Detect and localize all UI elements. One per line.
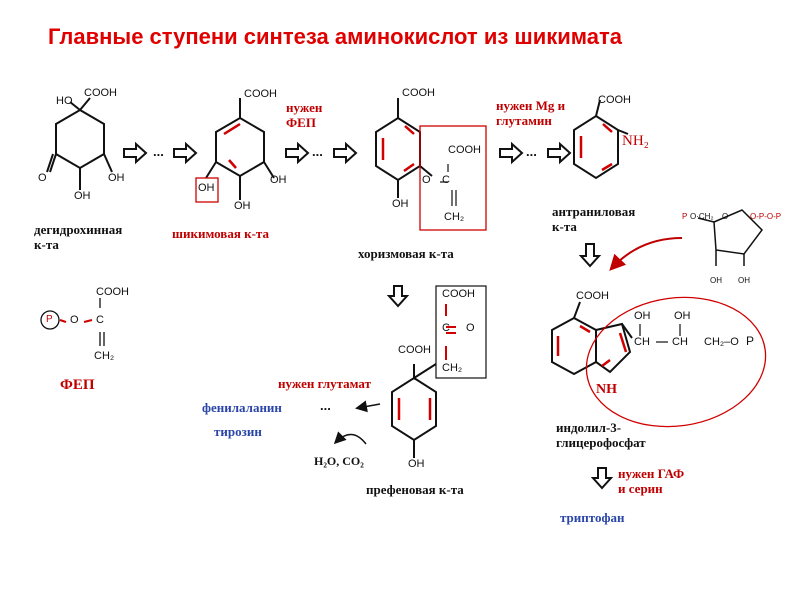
shikimic-name: шикимовая к-та bbox=[172, 226, 269, 241]
ch2-label: CH₂ bbox=[94, 350, 115, 362]
ribose-ring bbox=[697, 209, 763, 266]
p-label: P bbox=[746, 334, 755, 348]
ch-label: CH bbox=[672, 336, 688, 348]
ellipsis-label: ... bbox=[526, 144, 537, 159]
oh-label: OH bbox=[108, 172, 125, 184]
oh-label: OH bbox=[392, 198, 409, 210]
tyrosine-name: тирозин bbox=[214, 424, 262, 439]
nh2-label: NH₂ bbox=[622, 133, 649, 149]
mg-requirement: нужен Mg и глутамин bbox=[496, 98, 566, 128]
p-label: P bbox=[682, 212, 688, 221]
tryptophan-name: триптофан bbox=[560, 510, 625, 525]
prephenic-name: префеновая к-та bbox=[366, 482, 464, 497]
ho-label: HO bbox=[56, 95, 73, 107]
pep-requirement: нужен ФЕП bbox=[286, 100, 323, 130]
byproducts-label: H₂O, CO₂ bbox=[314, 454, 364, 468]
prephenic-ring bbox=[391, 363, 437, 458]
ellipsis-label: ... bbox=[312, 144, 323, 159]
arrow-icon bbox=[578, 243, 602, 268]
dehydroquinic-ring bbox=[46, 97, 113, 190]
oh-label: OH bbox=[198, 182, 215, 194]
indole-name: индолил-3- глицерофосфат bbox=[556, 420, 646, 450]
ch2-o-label: CH₂–O bbox=[704, 336, 739, 348]
c-label: C bbox=[442, 174, 450, 186]
cooh-label: COOH bbox=[448, 144, 481, 156]
oh-label: OH bbox=[74, 190, 91, 202]
gaf-requirement: нужен ГАФ и серин bbox=[618, 466, 685, 496]
c-label: C bbox=[96, 314, 104, 326]
arrow-icon bbox=[285, 141, 358, 165]
c-label: C bbox=[442, 322, 450, 334]
cooh-label: COOH bbox=[402, 87, 435, 99]
shikimic-ring bbox=[205, 98, 275, 200]
ch2-label: CH₂ bbox=[442, 362, 463, 374]
o-label: O bbox=[722, 212, 729, 221]
cooh-label: COOH bbox=[244, 88, 277, 100]
dehydroquinic-name: дегидрохинная к-та bbox=[34, 222, 123, 252]
cooh-label: COOH bbox=[398, 344, 431, 356]
cooh-label: COOH bbox=[576, 290, 609, 302]
arrow-icon bbox=[123, 141, 198, 165]
o-label: O bbox=[38, 172, 47, 184]
arrow-icon bbox=[499, 141, 572, 165]
anthranilic-name: антраниловая к-та bbox=[552, 204, 636, 234]
oh-label: OH bbox=[234, 200, 251, 212]
pep-name: ФЕП bbox=[60, 377, 95, 393]
cooh-label: COOH bbox=[84, 87, 117, 99]
ellipsis-label: ... bbox=[320, 398, 331, 413]
pep-molecule bbox=[40, 298, 105, 346]
phenylalanine-name: фенилаланин bbox=[202, 400, 282, 415]
oh-label: OH bbox=[408, 458, 425, 470]
o-label: O bbox=[422, 174, 431, 186]
chorismic-name: хоризмовая к-та bbox=[358, 246, 454, 261]
oh-label: OH bbox=[634, 310, 651, 322]
oh-label: OH bbox=[738, 276, 750, 285]
cooh-label: COOH bbox=[598, 94, 631, 106]
nh-label: NH bbox=[596, 382, 617, 397]
arrow-icon bbox=[590, 467, 614, 490]
anthranilic-ring bbox=[573, 99, 629, 180]
oh-label: OH bbox=[270, 174, 287, 186]
cooh-label: COOH bbox=[96, 286, 129, 298]
page-title: Главные ступени синтеза аминокислот из ш… bbox=[48, 24, 623, 49]
ch-label: CH bbox=[634, 336, 650, 348]
oh-label: OH bbox=[710, 276, 722, 285]
ch2-label: CH₂ bbox=[444, 211, 465, 223]
ribose-right-label: O-P-O-P bbox=[750, 212, 782, 221]
glutamate-requirement: нужен глутамат bbox=[278, 376, 371, 391]
o-label: O bbox=[70, 314, 79, 326]
ellipsis-label: ... bbox=[153, 144, 164, 159]
indole-ring bbox=[551, 301, 633, 376]
o-label: O bbox=[466, 322, 475, 334]
oh-label: OH bbox=[674, 310, 691, 322]
ribose-left-label: O·CH₂ bbox=[690, 212, 714, 221]
arrow-icon bbox=[386, 285, 410, 308]
cooh-label: COOH bbox=[442, 288, 475, 300]
p-label: P bbox=[46, 314, 53, 325]
